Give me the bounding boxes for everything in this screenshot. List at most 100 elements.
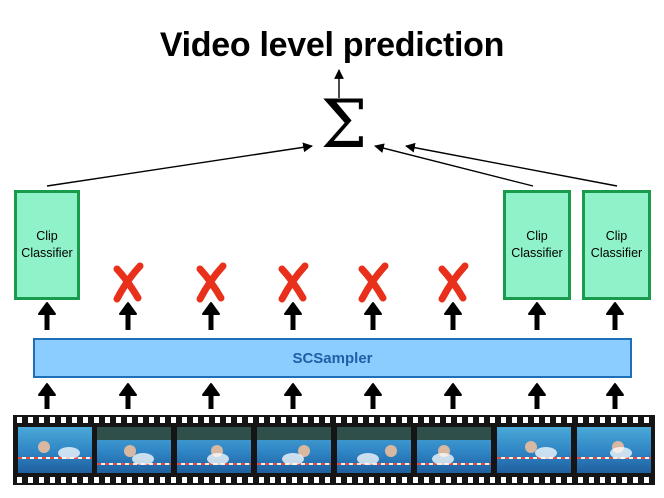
lane-rope — [497, 457, 571, 459]
up-arrow-1-2 — [119, 302, 137, 330]
up-arrow-1-3 — [202, 302, 220, 330]
film-sprocket-hole — [644, 477, 649, 483]
film-sprocket-hole — [193, 477, 198, 483]
film-sprocket-hole — [237, 417, 242, 423]
film-sprocket-hole — [171, 417, 176, 423]
water-splash — [282, 453, 304, 465]
film-sprocket-hole — [336, 477, 341, 483]
film-sprocket-hole — [347, 417, 352, 423]
scsampler-label: SCSampler — [292, 349, 373, 367]
film-sprocket-hole — [17, 477, 22, 483]
film-sprocket-hole — [105, 417, 110, 423]
film-sprocket-hole — [72, 477, 77, 483]
film-sprocket-hole — [644, 417, 649, 423]
video-frame-8 — [577, 427, 651, 473]
film-sprocket-hole — [83, 477, 88, 483]
film-sprocket-hole — [589, 417, 594, 423]
film-sprocket-hole — [292, 477, 297, 483]
scsampler-bar: SCSampler — [33, 338, 632, 378]
pool-wall-banner — [337, 427, 411, 440]
up-arrow-1-7 — [528, 302, 546, 330]
film-sprocket-hole — [314, 477, 319, 483]
film-sprocket-hole — [303, 417, 308, 423]
film-sprocket-hole — [545, 477, 550, 483]
film-sprocket-hole — [369, 477, 374, 483]
up-arrow-1-1 — [38, 302, 56, 330]
film-sprocket-hole — [215, 417, 220, 423]
reject-mark-2 — [113, 262, 144, 303]
film-sprocket-hole — [281, 417, 286, 423]
film-sprocket-hole — [182, 417, 187, 423]
clip-classifier-1: Clip Classifier — [14, 190, 80, 300]
clip-classifier-7: Clip Classifier — [503, 190, 571, 300]
film-sprocket-hole — [512, 417, 517, 423]
arrow-classifier-8-to-sum — [405, 142, 618, 187]
video-frame-1 — [18, 427, 92, 473]
clip-classifier-8-line1: Clip — [605, 229, 628, 243]
video-filmstrip — [13, 415, 655, 485]
swimmer-head — [38, 441, 50, 453]
film-sprocket-hole — [633, 477, 638, 483]
film-sprocket-hole — [127, 417, 132, 423]
film-sprocket-hole — [83, 417, 88, 423]
film-sprocket-hole — [127, 477, 132, 483]
film-sprocket-hole — [633, 417, 638, 423]
water-splash — [432, 453, 454, 465]
film-sprocket-hole — [490, 417, 495, 423]
film-sprocket-hole — [61, 417, 66, 423]
film-sprocket-hole — [468, 477, 473, 483]
film-sprocket-hole — [501, 477, 506, 483]
film-sprocket-hole — [600, 417, 605, 423]
video-frame-6 — [417, 427, 491, 473]
film-sprocket-hole — [622, 477, 627, 483]
film-sprocket-hole — [160, 417, 165, 423]
rejected-clip-marks — [113, 262, 469, 303]
film-sprocket-hole — [446, 477, 451, 483]
film-sprocket-hole — [358, 477, 363, 483]
lane-rope — [97, 463, 171, 465]
film-sprocket-hole — [303, 477, 308, 483]
film-sprocket-hole — [578, 417, 583, 423]
film-sprocket-hole — [259, 477, 264, 483]
film-sprocket-hole — [578, 477, 583, 483]
up-arrow-1-8 — [606, 302, 624, 330]
pool-wall-banner — [97, 427, 171, 440]
film-sprocket-hole — [512, 477, 517, 483]
film-sprocket-hole — [358, 417, 363, 423]
video-frame-3 — [177, 427, 251, 473]
film-sprocket-hole — [523, 417, 528, 423]
classifier-to-sum-arrows — [46, 69, 618, 187]
film-sprocket-hole — [611, 477, 616, 483]
film-sprocket-hole — [446, 417, 451, 423]
up-arrow-2-3 — [202, 383, 220, 409]
up-arrow-1-6 — [444, 302, 462, 330]
film-sprocket-hole — [534, 417, 539, 423]
film-sprocket-hole — [17, 417, 22, 423]
film-sprocket-hole — [270, 477, 275, 483]
swimmer-head — [525, 441, 537, 453]
water-splash — [132, 453, 154, 465]
film-sprocket-hole — [259, 417, 264, 423]
swimmer-head — [124, 445, 136, 457]
film-sprocket-hole — [534, 477, 539, 483]
film-sprocket-hole — [149, 477, 154, 483]
film-sprocket-hole — [468, 417, 473, 423]
reject-mark-6 — [438, 262, 469, 303]
film-sprocket-hole — [391, 417, 396, 423]
film-sprocket-hole — [50, 417, 55, 423]
film-sprocket-hole — [28, 417, 33, 423]
film-sprocket-hole — [314, 417, 319, 423]
clip-classifier-1-line2: Classifier — [21, 246, 73, 260]
film-sprocket-hole — [171, 477, 176, 483]
film-sprocket-hole — [39, 417, 44, 423]
film-sprocket-hole — [160, 477, 165, 483]
film-sprocket-hole — [413, 417, 418, 423]
clip-classifier-7-line2: Classifier — [511, 246, 563, 260]
film-sprocket-hole — [325, 417, 330, 423]
film-sprocket-hole — [138, 477, 143, 483]
film-sprocket-hole — [490, 477, 495, 483]
water-splash — [207, 453, 229, 465]
up-arrow-2-4 — [284, 383, 302, 409]
film-sprocket-hole — [336, 417, 341, 423]
